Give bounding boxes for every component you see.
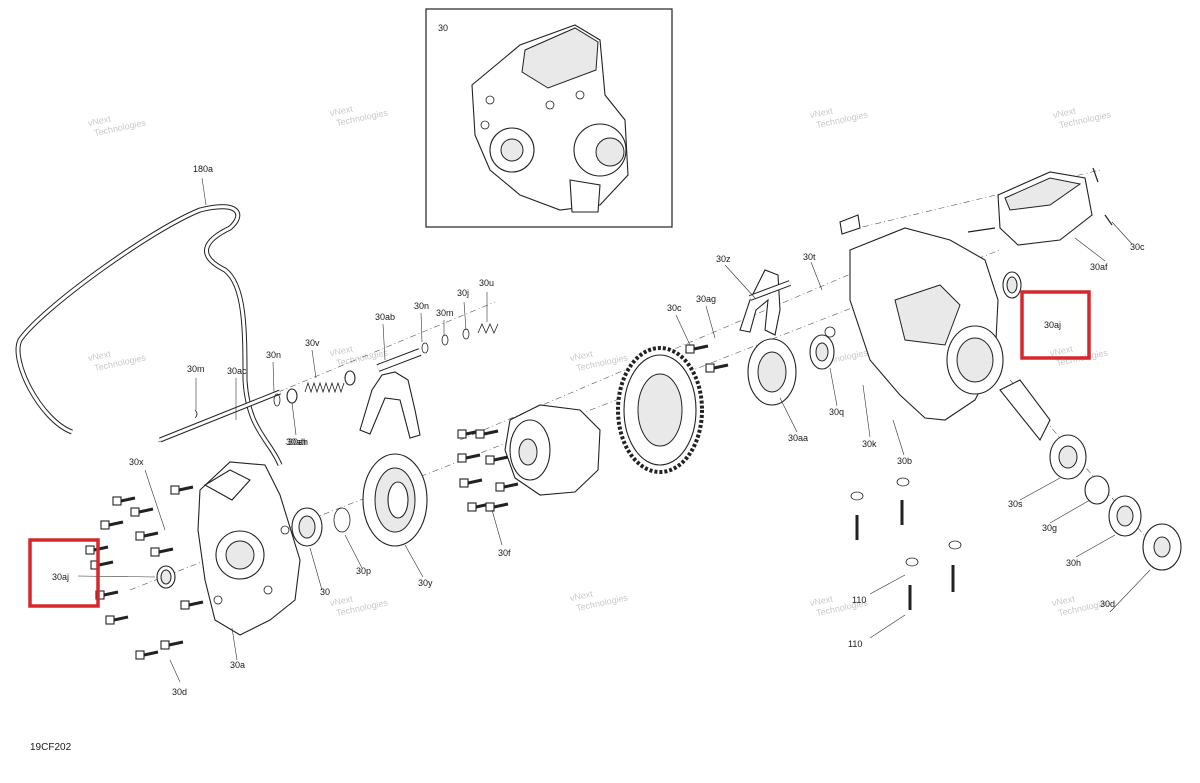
bolt-icon (100, 520, 124, 530)
bolt-icon (180, 600, 204, 610)
callout-30k: 30k (862, 439, 877, 449)
watermark-text: vNext (809, 106, 834, 121)
watermark-text: vNext (329, 344, 354, 359)
bolt-icon (485, 502, 509, 512)
watermark-text: vNext (809, 594, 834, 609)
bolt-icon (459, 478, 483, 488)
lower-fasteners (850, 477, 962, 610)
shift-spring (304, 370, 356, 394)
shift-cable (15, 204, 283, 466)
watermark-text: vNext (329, 104, 354, 119)
bolt-icon (705, 363, 729, 373)
callout-30g: 30g (1042, 523, 1057, 533)
left-seals (156, 507, 351, 589)
callout-30q: 30q (829, 407, 844, 417)
callout-30aj: 30aj (52, 572, 69, 582)
bolt-icon (457, 453, 481, 463)
callout-110: 110 (852, 595, 866, 605)
bolt-icon (95, 590, 119, 600)
differential (504, 404, 601, 496)
callout-30: 30 (320, 587, 330, 597)
output-shaft-assembly (999, 379, 1182, 571)
callout-30ah: 30ah (288, 437, 308, 447)
drive-plate (362, 453, 428, 547)
callout-30ab: 30ab (375, 312, 395, 322)
callout-30f: 30f (498, 548, 511, 558)
watermark-text: vNext (329, 594, 354, 609)
bolt-icon (170, 485, 194, 495)
right-shift-fork (739, 269, 792, 336)
callout-30z: 30z (716, 254, 731, 264)
bolt-icon (495, 482, 519, 492)
bolt-set (85, 344, 729, 660)
bolt-icon (90, 560, 114, 570)
bolt-icon (135, 531, 159, 541)
callout-30ah: 30ah (286, 437, 306, 447)
callout-30aa: 30aa (788, 433, 808, 443)
callout-30n: 30n (266, 350, 281, 360)
bolt-icon (112, 496, 136, 506)
inset-label: 30 (438, 23, 448, 33)
callout-30ag: 30ag (696, 294, 716, 304)
bolt-icon (160, 640, 184, 650)
callout-30m: 30m (187, 364, 205, 374)
callout-180a: 180a (193, 164, 213, 174)
callout-30y: 30y (418, 578, 433, 588)
highlight-box-left (28, 538, 100, 608)
callout-30h: 30h (1066, 558, 1081, 568)
callout-30x: 30x (129, 457, 144, 467)
shift-drum (747, 338, 797, 406)
inset-assembly-view: 30 (425, 8, 673, 228)
main-housing (839, 214, 1004, 421)
bolt-icon (130, 507, 154, 517)
callout-30u: 30u (479, 278, 494, 288)
bearing-seal (809, 326, 836, 370)
leader-lines (77, 177, 1151, 683)
callout-30c: 30c (667, 303, 682, 313)
assembled-gearbox (471, 24, 629, 213)
shift-actuator (967, 167, 1113, 246)
callout-30d: 30d (1100, 599, 1115, 609)
bolt-icon (150, 547, 174, 557)
ring-gear (616, 346, 704, 474)
left-shift-fork (359, 323, 499, 439)
shift-shaft (159, 388, 298, 443)
callout-30n: 30n (414, 301, 429, 311)
watermark-text: vNext (569, 349, 594, 364)
watermark-text: vNext (1049, 344, 1074, 359)
right-oil-seal (1002, 271, 1022, 299)
callout-30aj: 30aj (1044, 320, 1061, 330)
callout-30b: 30b (897, 456, 912, 466)
bolt-icon (105, 615, 129, 625)
callout-30t: 30t (803, 252, 816, 262)
left-cover (197, 461, 301, 636)
watermark-text: vNext (569, 589, 594, 604)
bolt-icon (685, 344, 709, 354)
bolt-icon (475, 429, 499, 439)
watermark-text: vNext (87, 114, 112, 129)
callout-30v: 30v (305, 338, 320, 348)
callout-110: 110 (848, 639, 862, 649)
callout-30p: 30p (356, 566, 371, 576)
highlight-box-right (1020, 290, 1091, 360)
callout-30af: 30af (1090, 262, 1108, 272)
callout-30j: 30j (457, 288, 469, 298)
callout-30d: 30d (172, 687, 187, 697)
callout-30s: 30s (1008, 499, 1023, 509)
callout-30a: 30a (230, 660, 245, 670)
callout-30m: 30m (436, 308, 454, 318)
watermark-text: vNext (1052, 106, 1077, 121)
bolt-icon (135, 650, 159, 660)
callout-30c: 30c (1130, 242, 1145, 252)
bolt-icon (485, 455, 509, 465)
watermark-text: vNext (1051, 594, 1076, 609)
diagram-code: 19CF202 (30, 742, 72, 753)
callout-30ac: 30ac (227, 366, 247, 376)
watermark-text: vNext (87, 349, 112, 364)
